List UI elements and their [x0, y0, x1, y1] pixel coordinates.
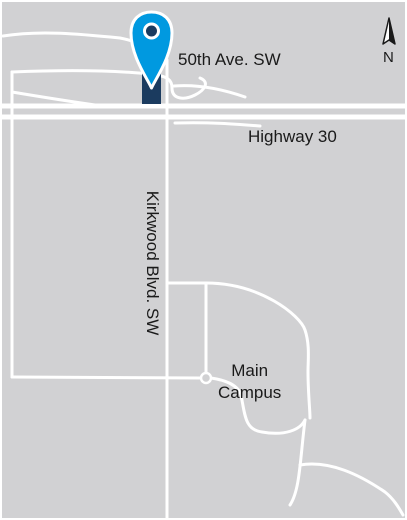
north-arrow-icon — [382, 17, 396, 45]
label-kirkwood-blvd: Kirkwood Blvd. SW — [143, 190, 162, 336]
road-west-campus — [10, 375, 202, 380]
label-main-campus-line2: Campus — [218, 383, 282, 402]
road-campus-south — [288, 418, 307, 507]
road-ramp-sw — [173, 121, 262, 128]
label-main-campus: Main Campus — [218, 360, 281, 404]
location-pin-icon[interactable] — [129, 10, 174, 104]
campus-node-icon[interactable] — [199, 371, 213, 385]
road-east-exit — [298, 462, 405, 517]
label-highway-30: Highway 30 — [248, 127, 337, 146]
label-50th-ave: 50th Ave. SW — [178, 50, 281, 69]
road-campus-east — [209, 376, 307, 435]
road-upper-loop — [10, 69, 207, 100]
road-campus-loop — [165, 281, 312, 420]
road-ramp-east — [172, 84, 247, 99]
north-label: N — [383, 49, 394, 66]
label-main-campus-line1: Main — [231, 361, 269, 380]
